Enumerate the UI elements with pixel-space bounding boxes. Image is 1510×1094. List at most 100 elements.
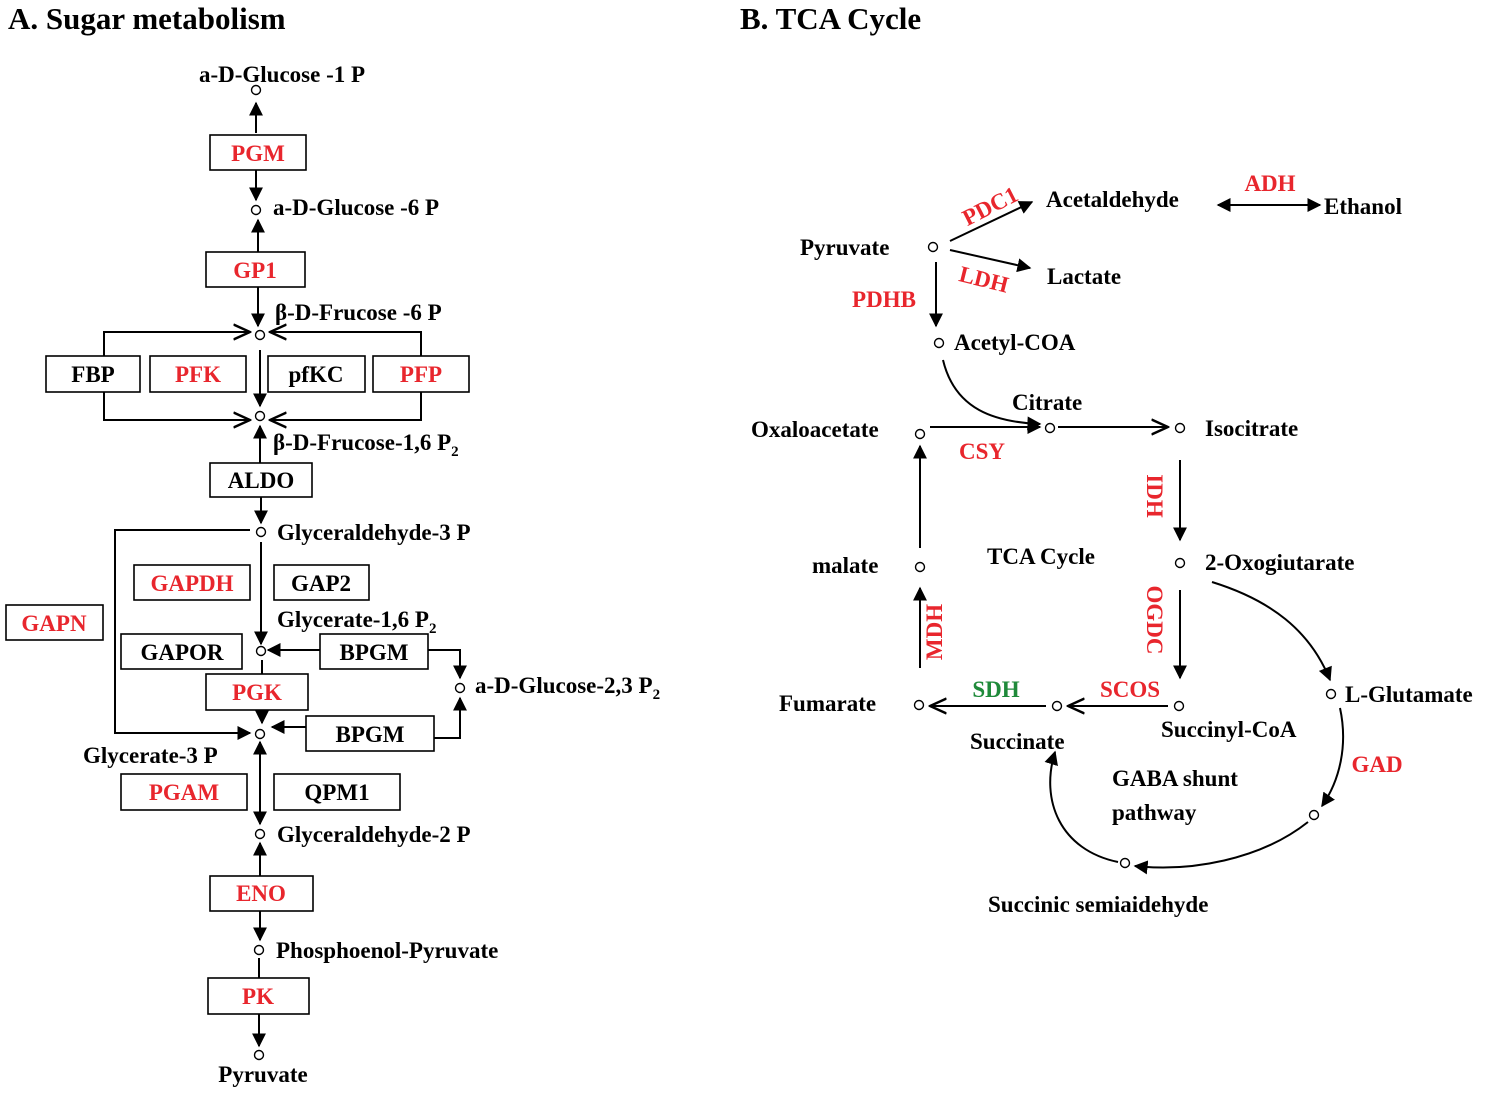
panel-b-title: B. TCA Cycle [740, 1, 921, 36]
node-pyruvate-b [927, 241, 939, 253]
enzyme-sdh: SDH [972, 677, 1019, 702]
metabolite-glyceraldehyde-2p: Glyceraldehyde-2 P [277, 822, 471, 847]
enzyme-scos: SCOS [1100, 677, 1160, 702]
arrow-oxoglutarate-glutamate [1211, 581, 1332, 682]
enzyme-pgk: PGK [232, 680, 282, 705]
metabolite-pyruvate-b: Pyruvate [800, 235, 889, 260]
enzyme-adh: ADH [1244, 171, 1295, 196]
enzyme-aldo: ALDO [228, 468, 294, 493]
enzyme-pdc1: PDC1 [958, 182, 1022, 231]
node-fructose-16p2 [254, 410, 266, 422]
node-gaba [1308, 809, 1320, 821]
enzyme-eno: ENO [236, 881, 286, 906]
node-glutamate [1325, 688, 1337, 700]
enzyme-gapdh: GAPDH [150, 571, 233, 596]
metabolite-malate: malate [812, 553, 878, 578]
node-isocitrate [1174, 422, 1186, 434]
node-pep [253, 944, 265, 956]
box-pfp [372, 355, 470, 393]
metabolite-acetaldehyde: Acetaldehyde [1046, 187, 1179, 212]
enzyme-pgam: PGAM [149, 780, 220, 805]
enzyme-gad: GAD [1351, 752, 1402, 777]
box-qpm1 [273, 773, 401, 811]
enzyme-bpgm2: BPGM [336, 722, 405, 747]
box-bpgm2 [305, 715, 435, 752]
enzyme-idh: IDH [1142, 474, 1167, 518]
node-malate [914, 561, 926, 573]
enzyme-pfkc: pfKC [289, 362, 344, 387]
node-acetyl-coa [933, 337, 945, 349]
node-glyceraldehyde-2p [254, 828, 266, 840]
metabolite-lactate: Lactate [1047, 264, 1121, 289]
metabolite-fructose-16p2: β-D-Frucose-1,6 P2 [273, 430, 459, 460]
metabolite-oxoglutarate: 2-Oxogiutarate [1205, 550, 1354, 575]
node-oxaloacetate [914, 428, 926, 440]
box-pgk [205, 673, 309, 711]
metabolite-glutamate: L-Glutamate [1345, 682, 1473, 707]
enzyme-gap2: GAP2 [291, 571, 351, 596]
node-glucose-6p [250, 204, 262, 216]
metabolite-oxaloacetate: Oxaloacetate [751, 417, 879, 442]
box-gapdh [133, 564, 251, 601]
node-succinic-semialdehyde [1119, 857, 1131, 869]
metabolite-glycerate-16p2: Glycerate-1,6 P2 [277, 607, 436, 637]
box-gap2 [273, 564, 370, 601]
box-pgam [120, 773, 248, 811]
arrow-fbp-top [103, 332, 250, 356]
metabolite-fumarate: Fumarate [779, 691, 876, 716]
node-pyruvate-a [253, 1049, 265, 1061]
metabolite-glucose-1p: a-D-Glucose -1 P [199, 62, 365, 87]
node-citrate [1044, 422, 1056, 434]
node-succinate [1051, 700, 1063, 712]
node-glucose-23p2 [454, 682, 466, 694]
arrow-gad [1321, 707, 1345, 808]
arrow-pdc1 [949, 201, 1034, 242]
arrow-bpgm-right [428, 649, 467, 680]
box-gp1 [205, 251, 306, 288]
metabolite-succinyl-coa: Succinyl-CoA [1161, 717, 1297, 742]
node-fumarate [913, 699, 925, 711]
enzyme-ldh: LDH [957, 261, 1012, 297]
box-gapn [5, 604, 104, 641]
arrow-bpgm2-up [434, 696, 467, 739]
enzyme-qpm1: QPM1 [304, 780, 369, 805]
box-gapor [120, 633, 243, 670]
metabolite-fructose-6p: β-D-Frucose -6 P [275, 300, 442, 325]
box-pgm [209, 134, 307, 171]
box-aldo [209, 462, 313, 498]
enzyme-gp1: GP1 [233, 258, 276, 283]
panel-a-title: A. Sugar metabolism [8, 1, 286, 36]
box-pfkc [267, 355, 366, 393]
metabolite-succinic-semialdehyde: Succinic semiaidehyde [988, 892, 1208, 917]
enzyme-pdhb: PDHB [852, 287, 916, 312]
box-eno [209, 875, 314, 912]
enzyme-csy: CSY [959, 439, 1005, 464]
arrow-gapn-bypass [114, 529, 252, 740]
enzyme-pgm: PGM [231, 141, 285, 166]
metabolite-glyceraldehyde-3p: Glyceraldehyde-3 P [277, 520, 471, 545]
arrow-fbp-bottom [103, 392, 250, 420]
enzyme-gapor: GAPOR [140, 640, 223, 665]
enzyme-pfp: PFP [400, 362, 442, 387]
metabolite-acetyl-coa: Acetyl-COA [954, 330, 1076, 355]
metabolite-isocitrate: Isocitrate [1205, 416, 1298, 441]
enzyme-gapn: GAPN [21, 611, 87, 636]
metabolite-succinate: Succinate [970, 729, 1065, 754]
node-oxoglutarate [1174, 557, 1186, 569]
node-glycerate-3p [254, 728, 266, 740]
node-glyceraldehyde-3p [255, 526, 267, 538]
node-succinyl-coa [1173, 700, 1185, 712]
metabolite-ethanol: Ethanol [1324, 194, 1402, 219]
node-glycerate-16p2 [255, 645, 267, 657]
gaba-shunt-label-line1: GABA shunt [1112, 766, 1238, 791]
box-pk [207, 977, 310, 1015]
enzyme-pfk: PFK [175, 362, 221, 387]
gaba-shunt-label-line2: pathway [1112, 800, 1197, 825]
arrow-to-semialdehyde [1133, 821, 1309, 875]
metabolite-pep: Phosphoenol-Pyruvate [276, 938, 498, 963]
arrow-ldh [949, 249, 1032, 273]
metabolite-glycerate-3p: Glycerate-3 P [83, 743, 218, 768]
box-bpgm [319, 633, 429, 670]
